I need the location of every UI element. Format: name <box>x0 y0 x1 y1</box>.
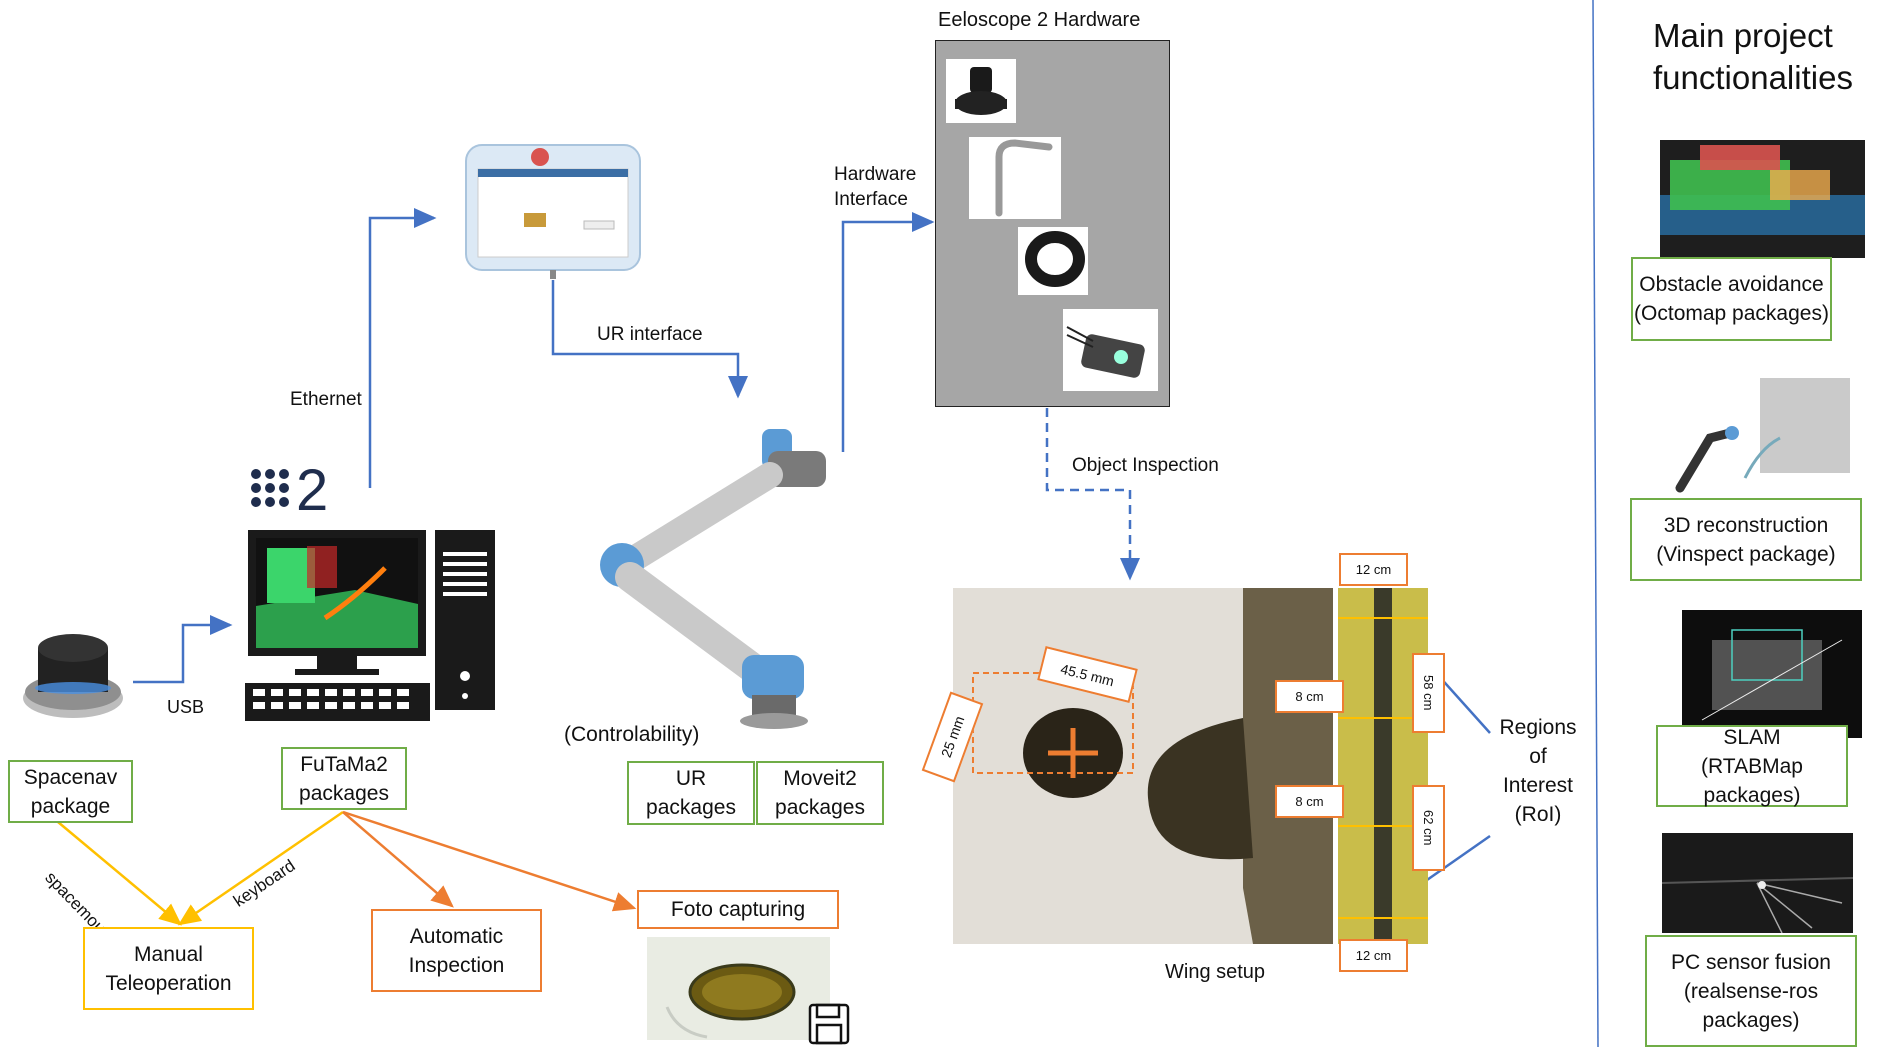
functionality-3d-reconstruction: 3D reconstruction (Vinspect package) <box>1630 498 1862 581</box>
usb-label: USB <box>167 697 205 717</box>
hardware-interface-line1: Hardware <box>834 164 917 185</box>
wing-setup-label: Wing setup <box>1165 961 1266 983</box>
slam-image <box>1682 610 1862 738</box>
dim-12cm-top: 12 cm <box>1339 553 1408 586</box>
save-icon <box>808 1003 850 1045</box>
dim-8cm-a: 8 cm <box>1275 680 1344 713</box>
hardware-interface-line <box>841 212 935 452</box>
functionality-obstacle-avoidance: Obstacle avoidance (Octomap packages) <box>1631 257 1832 341</box>
tube-part-image <box>969 137 1061 219</box>
spacemouse-image <box>18 630 128 722</box>
dim-62cm: 62 cm <box>1412 785 1445 871</box>
futama-packages-box: FuTaMa2 packages <box>281 747 407 810</box>
section-divider <box>1592 0 1599 1047</box>
ethernet-line <box>368 208 437 488</box>
to-foto-line <box>342 810 637 912</box>
pc-image <box>245 528 500 723</box>
automatic-inspection-box: Automatic Inspection <box>371 909 542 992</box>
ur-packages-box: UR packages <box>627 761 755 825</box>
functionality-slam: SLAM (RTABMap packages) <box>1656 725 1848 807</box>
manual-teleoperation-box: Manual Teleoperation <box>83 927 254 1010</box>
hardware-interface-line2: Interface <box>834 189 908 210</box>
object-inspection-label: Object Inspection <box>1072 455 1219 476</box>
functionality-pc-sensor-fusion: PC sensor fusion (realsense-ros packages… <box>1645 935 1857 1047</box>
spacenav-package-box: Spacenav package <box>8 760 133 823</box>
moveit-packages-box: Moveit2 packages <box>756 761 884 825</box>
wing-photo-image <box>953 588 1333 944</box>
wing-spar-image <box>1338 588 1428 944</box>
captured-photo-image <box>647 937 830 1040</box>
futama-logo: 2 <box>250 453 328 524</box>
functionalities-title: Main project functionalities <box>1653 17 1853 96</box>
logo-number: 2 <box>296 458 329 524</box>
sensor-fusion-image <box>1662 833 1853 933</box>
foto-capturing-box: Foto capturing <box>637 890 839 929</box>
dim-58cm: 58 cm <box>1412 653 1445 733</box>
controlability-label: (Controlability) <box>564 723 700 746</box>
roi-label: Regions of Interest (RoI) <box>1499 716 1577 826</box>
ring-part-image <box>1018 227 1088 295</box>
keyboard-line <box>177 810 344 926</box>
dim-8cm-b: 8 cm <box>1275 785 1344 818</box>
usb-line <box>133 615 233 684</box>
camera-part-image <box>1063 309 1158 391</box>
vinspect-image <box>1670 378 1870 498</box>
eyepiece-part-image <box>946 59 1016 123</box>
hardware-interface-label: Hardware Interface <box>834 162 916 212</box>
hardware-box <box>935 40 1170 407</box>
ethernet-label: Ethernet <box>290 389 362 410</box>
hardware-title: Eeloscope 2 Hardware <box>938 9 1141 31</box>
to-automatic-line <box>342 811 454 908</box>
dots-logo-icon <box>251 468 289 507</box>
robot-arm-image <box>592 425 842 740</box>
object-inspection-line <box>1045 408 1140 581</box>
spacemouse-line <box>57 821 182 926</box>
teach-pendant-image <box>464 143 644 279</box>
octomap-image <box>1660 140 1865 258</box>
dim-12cm-bottom: 12 cm <box>1339 939 1408 972</box>
ur-interface-label: UR interface <box>597 324 703 345</box>
ur-interface-line <box>551 280 748 399</box>
